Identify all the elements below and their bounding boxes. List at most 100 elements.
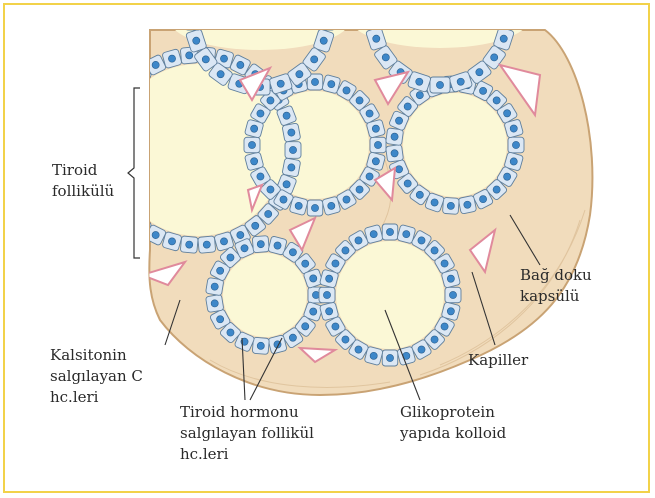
cell-nucleus [227, 329, 234, 336]
cell-nucleus [310, 275, 317, 282]
cell-nucleus [441, 323, 448, 330]
cell-nucleus [355, 346, 362, 353]
colloid-label: Glikoprotein yapıda kolloid [400, 402, 506, 444]
cell-nucleus [251, 158, 258, 165]
cell-nucleus [211, 300, 218, 307]
capsule-label: Bağ doku kapsülü [520, 265, 592, 307]
cell-nucleus [241, 245, 248, 252]
cell-nucleus [447, 308, 454, 315]
follicle-bracket [128, 88, 140, 258]
cell-nucleus [493, 97, 500, 104]
cell-nucleus [328, 202, 335, 209]
cell-nucleus [237, 231, 244, 238]
cell-nucleus [370, 231, 377, 238]
label-line: salgılayan C [50, 366, 143, 387]
cell-nucleus [386, 228, 393, 235]
follicular-cell [319, 10, 335, 30]
cell-nucleus [436, 81, 443, 88]
cell-nucleus [302, 260, 309, 267]
cell-nucleus [510, 158, 517, 165]
cell-nucleus [220, 55, 227, 62]
cell-nucleus [137, 222, 144, 229]
follicular-cell [116, 74, 139, 97]
cell-nucleus [326, 308, 333, 315]
thyroid-follicle-label: Tiroid follikülü [52, 160, 114, 202]
label-line: hc.leri [180, 444, 314, 465]
follicular-cell [365, 8, 381, 28]
follicular-cell [95, 123, 114, 142]
cell-nucleus [372, 158, 379, 165]
label-line: Kalsitonin [50, 345, 143, 366]
cell-nucleus [211, 283, 218, 290]
cell-nucleus [288, 129, 295, 136]
cell-nucleus [323, 291, 330, 298]
cell-nucleus [124, 82, 131, 89]
cell-nucleus [189, 16, 196, 23]
cell-nucleus [237, 61, 244, 68]
cell-nucleus [267, 186, 274, 193]
cell-nucleus [382, 54, 389, 61]
cell-nucleus [227, 254, 234, 261]
cell-nucleus [257, 173, 264, 180]
cell-nucleus [479, 87, 486, 94]
calcitonin-cells-label: Kalsitonin salgılayan C hc.leri [50, 345, 143, 408]
cell-nucleus [137, 71, 144, 78]
cell-nucleus [248, 141, 255, 148]
cell-nucleus [203, 241, 210, 248]
cell-nucleus [370, 352, 377, 359]
cell-nucleus [355, 237, 362, 244]
cell-nucleus [251, 125, 258, 132]
cell-nucleus [391, 133, 398, 140]
cell-nucleus [457, 78, 464, 85]
follicular-cell [493, 0, 514, 9]
cell-nucleus [152, 61, 159, 68]
cell-nucleus [114, 196, 121, 203]
cell-nucleus [320, 37, 327, 44]
cell-nucleus [332, 323, 339, 330]
cell-nucleus [500, 0, 507, 1]
follicular-cell [366, 0, 387, 9]
cell-nucleus [311, 56, 318, 63]
cell-nucleus [356, 186, 363, 193]
cell-nucleus [404, 103, 411, 110]
cell-nucleus [289, 334, 296, 341]
cell-nucleus [289, 249, 296, 256]
cell-nucleus [504, 110, 511, 117]
cell-nucleus [493, 186, 500, 193]
cell-nucleus [328, 81, 335, 88]
cell-nucleus [395, 117, 402, 124]
label-line: Bağ doku [520, 265, 592, 286]
label-line: hc.leri [50, 387, 143, 408]
cell-nucleus [186, 52, 193, 59]
cell-nucleus [106, 112, 113, 119]
follicular-cell [116, 202, 139, 225]
cell-nucleus [217, 316, 224, 323]
hormone-cells-label: Tiroid hormonu salgılayan follikül hc.le… [180, 402, 314, 465]
label-line: salgılayan follikül [180, 423, 314, 444]
cell-nucleus [168, 55, 175, 62]
follicular-cell [99, 105, 120, 126]
follicular-cell [95, 142, 111, 159]
cell-nucleus [320, 0, 327, 3]
follicular-cell [186, 0, 207, 11]
cell-nucleus [193, 37, 200, 44]
cell-nucleus [476, 69, 483, 76]
cell-nucleus [311, 204, 318, 211]
cell-nucleus [152, 231, 159, 238]
cell-nucleus [257, 241, 264, 248]
cell-nucleus [326, 275, 333, 282]
cell-nucleus [257, 110, 264, 117]
cell-nucleus [257, 342, 264, 349]
cell-nucleus [356, 97, 363, 104]
cell-nucleus [391, 150, 398, 157]
cell-nucleus [447, 275, 454, 282]
cell-nucleus [418, 346, 425, 353]
cell-nucleus [296, 71, 303, 78]
cell-nucleus [416, 78, 423, 85]
cell-nucleus [369, 14, 376, 21]
cell-nucleus [510, 125, 517, 132]
label-line: yapıda kolloid [400, 423, 506, 444]
cell-nucleus [366, 110, 373, 117]
cell-nucleus [310, 308, 317, 315]
